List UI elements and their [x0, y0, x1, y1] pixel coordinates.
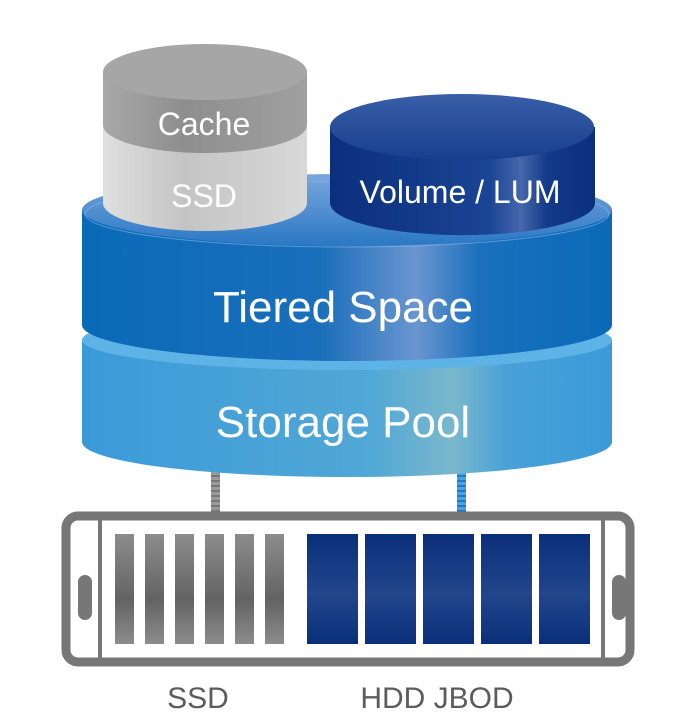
- ssd-drive-bays: [115, 534, 284, 644]
- volume-lum-cylinder: Volume / LUM: [330, 94, 595, 236]
- enclosure-ssd-label: SSD: [167, 682, 229, 715]
- ssd-drive-bay: [205, 534, 224, 644]
- ssd-drive-bay: [175, 534, 194, 644]
- hdd-drive-bay: [539, 534, 590, 644]
- right-handle-icon: [612, 575, 626, 620]
- ssd-drive-bay: [235, 534, 254, 644]
- hdd-drive-bay: [423, 534, 474, 644]
- ssd-connector-cable: [211, 470, 220, 516]
- cache-label: Cache: [158, 106, 251, 142]
- ssd-tier-label: SSD: [171, 178, 237, 214]
- jbod-enclosure: [61, 511, 635, 667]
- hdd-connector-cable: [457, 470, 466, 516]
- enclosure-hdd-jbod-label: HDD JBOD: [360, 682, 513, 715]
- volume-lum-label: Volume / LUM: [360, 174, 561, 210]
- cache-ssd-cylinder: Cache SSD: [103, 44, 307, 231]
- hdd-drive-bay: [307, 534, 358, 644]
- ssd-drive-bay: [265, 534, 284, 644]
- ssd-drive-bay: [145, 534, 164, 644]
- storage-pool-label: Storage Pool: [216, 398, 470, 447]
- left-handle-icon: [78, 575, 92, 620]
- hdd-drive-bay: [365, 534, 416, 644]
- hdd-drive-bays: [307, 534, 590, 644]
- tiered-space-label: Tiered Space: [213, 283, 473, 332]
- hdd-drive-bay: [481, 534, 532, 644]
- ssd-drive-bay: [115, 534, 134, 644]
